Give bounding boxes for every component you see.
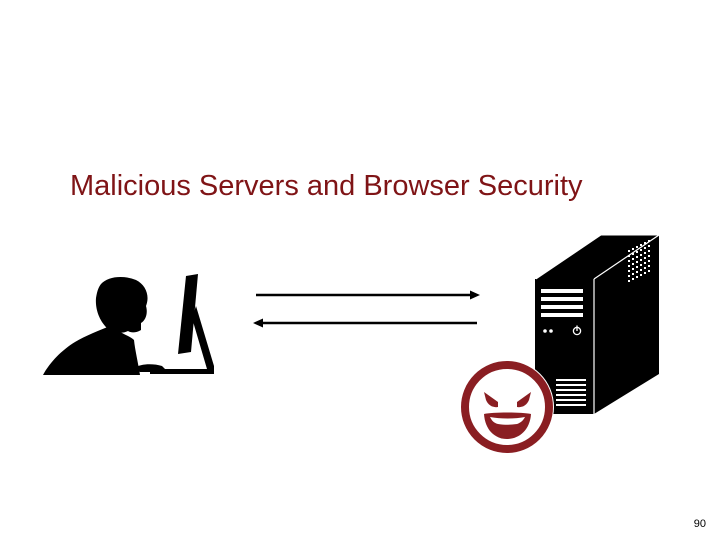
right-arrow-icon: [256, 290, 480, 300]
page-number: 90: [693, 518, 706, 530]
person-at-computer-icon: [43, 274, 214, 375]
server-tower-icon: [535, 234, 660, 414]
evil-face-icon: [460, 360, 554, 454]
slide-title: Malicious Servers and Browser Security: [70, 170, 583, 202]
left-arrow-icon: [253, 318, 477, 328]
